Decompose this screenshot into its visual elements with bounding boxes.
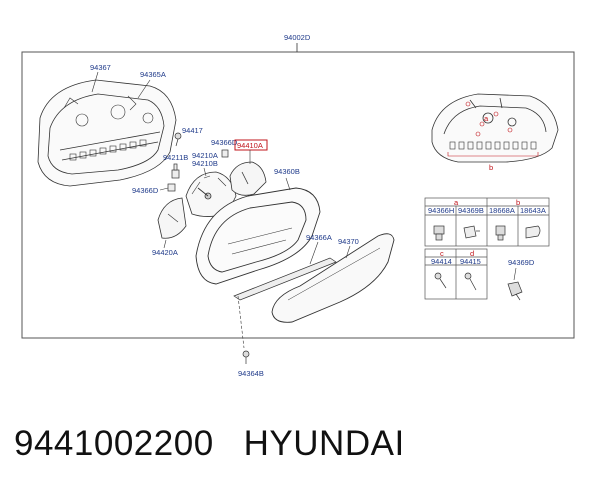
detail-connector-row bbox=[449, 141, 537, 150]
bracket-b bbox=[447, 152, 539, 157]
callout-94420A: 94420A bbox=[152, 248, 178, 257]
highlight-box bbox=[234, 139, 268, 151]
kit-part-18643A: 18643A bbox=[520, 206, 546, 215]
bulb-icon bbox=[167, 163, 180, 192]
callout-94211B: 94211B bbox=[163, 153, 188, 162]
leader-94360B bbox=[285, 177, 291, 191]
bulb-94369D-icon bbox=[507, 281, 523, 301]
socket-icon bbox=[495, 225, 506, 241]
callout-94370: 94370 bbox=[338, 237, 359, 246]
capsule-bulb-icon bbox=[525, 225, 541, 239]
kit-part-94414: 94414 bbox=[431, 257, 452, 266]
screw-c-icon bbox=[434, 272, 447, 289]
callout-94360B: 94360B bbox=[274, 167, 300, 176]
caption: 9441002200 HYUNDAI bbox=[14, 424, 405, 464]
tachometer-face bbox=[229, 161, 267, 196]
screw-bottom-icon bbox=[242, 350, 250, 364]
callout-94364B: 94364B bbox=[238, 369, 264, 378]
kit-letter-d: d bbox=[470, 249, 474, 258]
callout-94410A: 94410A bbox=[237, 141, 263, 150]
detail-housing bbox=[431, 93, 559, 163]
leader-94364B bbox=[237, 295, 245, 349]
leader-94369D bbox=[513, 267, 517, 281]
callout-94417: 94417 bbox=[182, 126, 203, 135]
callout-94367: 94367 bbox=[90, 63, 111, 72]
rear-housing bbox=[37, 79, 177, 187]
diagram-frame bbox=[21, 51, 575, 339]
kit-part-18668A: 18668A bbox=[489, 206, 515, 215]
kit-letter-a: a bbox=[454, 198, 459, 207]
meter-case bbox=[195, 187, 321, 285]
part-number: 9441002200 bbox=[14, 424, 214, 463]
callout-94369D: 94369D bbox=[508, 258, 535, 267]
leader-94367 bbox=[91, 71, 99, 93]
leader-94366D-left bbox=[159, 187, 169, 191]
callout-94366A: 94366A bbox=[306, 233, 332, 242]
screw-icon bbox=[174, 132, 182, 147]
screw-d-icon bbox=[464, 272, 477, 291]
front-glass bbox=[271, 233, 395, 323]
leader-94210B bbox=[203, 167, 207, 177]
detail-letter-a: a bbox=[484, 114, 489, 123]
kit-part-94366H: 94366H bbox=[428, 206, 454, 215]
kit-table bbox=[424, 197, 550, 300]
callout-94366D-top: 94366D bbox=[211, 138, 238, 147]
kit-part-94415: 94415 bbox=[460, 257, 481, 266]
callout-94002D: 94002D bbox=[284, 33, 311, 42]
rear-housing-slots bbox=[63, 95, 154, 161]
bulb-socket-icon bbox=[433, 225, 445, 241]
kit-part-94369B: 94369B bbox=[458, 206, 484, 215]
detail-letter-b: b bbox=[489, 163, 493, 172]
kit-letter-b: b bbox=[516, 198, 520, 207]
leader-94365A bbox=[137, 79, 151, 99]
leader-94366A bbox=[309, 241, 319, 265]
fuel-gauge-face bbox=[157, 197, 187, 239]
callout-94210A: 94210A bbox=[192, 151, 218, 160]
kit-letter-c: c bbox=[440, 249, 444, 258]
callout-94365A: 94365A bbox=[140, 70, 166, 79]
glass-strip bbox=[233, 257, 337, 301]
callout-94210B: 94210B bbox=[192, 159, 218, 168]
leader-94370 bbox=[345, 245, 351, 259]
detail-markers bbox=[465, 101, 513, 137]
bulb-small-icon bbox=[221, 149, 229, 158]
wedge-bulb-icon bbox=[463, 225, 480, 239]
leader-94420A bbox=[163, 239, 167, 249]
callout-94366D-left: 94366D bbox=[132, 186, 159, 195]
brand-name: HYUNDAI bbox=[243, 424, 405, 463]
